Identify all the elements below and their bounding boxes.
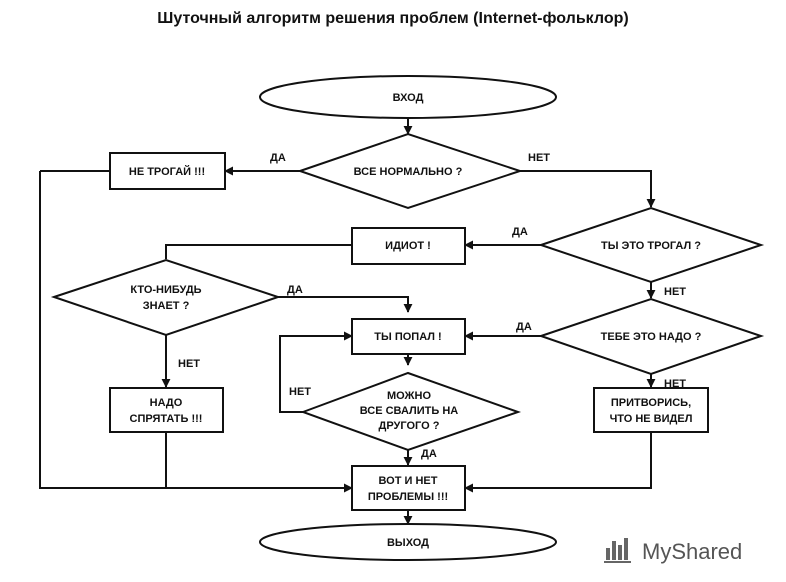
- edge-label-no-need: НЕТ: [664, 378, 686, 390]
- edge-label-yes-need: ДА: [516, 321, 532, 333]
- edge-label-yes-knows: ДА: [287, 284, 303, 296]
- edge-label-yes-all-ok: ДА: [270, 152, 286, 164]
- box-pretend-line1: ПРИТВОРИСЬ,: [611, 397, 691, 409]
- edge-label-no-blame: НЕТ: [289, 386, 311, 398]
- start-terminal: [259, 75, 557, 119]
- edge-q-knows-yes: [278, 296, 413, 313]
- decision-anyone-knows: [50, 258, 282, 337]
- decision-need-it: [537, 297, 765, 376]
- decision-anyone-knows-line1: КТО-НИБУДЬ: [130, 284, 201, 296]
- decision-anyone-knows-line2: ЗНАЕТ ?: [143, 300, 190, 312]
- edge-label-yes-blame: ДА: [421, 448, 437, 460]
- end-terminal: [259, 523, 557, 561]
- box-pretend-line2: ЧТО НЕ ВИДЕЛ: [610, 413, 693, 425]
- decision-touched-label: ТЫ ЭТО ТРОГАЛ ?: [601, 240, 701, 252]
- decision-touched: [537, 206, 765, 284]
- edge-label-no-knows: НЕТ: [178, 358, 200, 370]
- decision-all-ok: [296, 132, 524, 210]
- edge-q-ok-no: [520, 170, 656, 208]
- box-no-problem-line1: ВОТ И НЕТ: [379, 475, 438, 487]
- end-label: ВЫХОД: [387, 537, 429, 549]
- box-hide-line2: СПРЯТАТЬ !!!: [130, 413, 203, 425]
- box-pretend: [593, 387, 709, 433]
- edge-idiot-to-q-knows: [165, 244, 352, 259]
- box-no-problem: [351, 465, 466, 511]
- box-in-trouble: [351, 318, 466, 355]
- start-label: ВХОД: [393, 92, 424, 104]
- edge-q-blame-no: [279, 331, 353, 413]
- edge-left-rail: [39, 171, 353, 493]
- box-hide: [109, 387, 224, 433]
- edge-pretend-to-no-problem: [464, 432, 652, 493]
- decision-blame-other-line1: МОЖНО: [387, 390, 431, 402]
- box-no-problem-line2: ПРОБЛЕМЫ !!!: [368, 491, 448, 503]
- box-hide-line1: НАДО: [150, 397, 183, 409]
- edge-label-no-touched: НЕТ: [664, 286, 686, 298]
- decision-need-it-label: ТЕБЕ ЭТО НАДО ?: [601, 331, 702, 343]
- decision-all-ok-label: ВСЕ НОРМАЛЬНО ?: [354, 166, 463, 178]
- box-dont-touch-label: НЕ ТРОГАЙ !!!: [129, 165, 205, 178]
- edge-label-yes-touched: ДА: [512, 226, 528, 238]
- decision-blame-other: [300, 371, 522, 452]
- box-idiot: [351, 227, 466, 265]
- decision-blame-other-line3: ДРУГОГО ?: [379, 420, 440, 432]
- decision-blame-other-line2: ВСЕ СВАЛИТЬ НА: [360, 405, 459, 417]
- box-idiot-label: ИДИОТ !: [385, 240, 431, 252]
- edge-label-no-all-ok: НЕТ: [528, 152, 550, 164]
- box-dont-touch: [109, 152, 226, 190]
- watermark-logo-icon: [604, 538, 631, 563]
- watermark-text: MyShared: [642, 539, 742, 564]
- page-title: Шуточный алгоритм решения проблем (Inter…: [157, 10, 629, 27]
- box-in-trouble-label: ТЫ ПОПАЛ !: [374, 331, 441, 343]
